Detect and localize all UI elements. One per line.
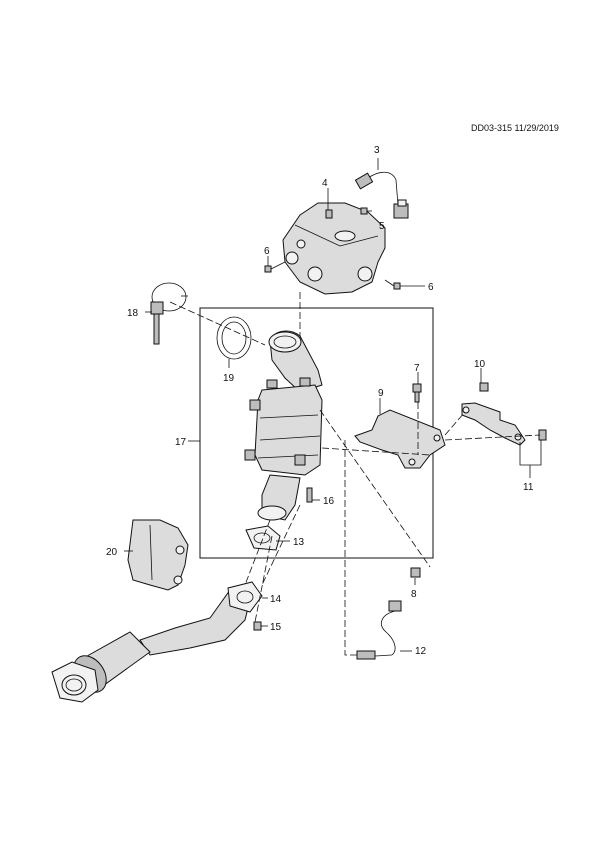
front-pipe bbox=[51, 581, 263, 703]
callout-13: 13 bbox=[293, 537, 305, 548]
document-code: DD03-315 11/29/2019 bbox=[471, 123, 559, 133]
callout-3: 3 bbox=[374, 145, 380, 156]
upper-oxygen-sensor bbox=[354, 171, 409, 219]
callout-16: 16 bbox=[323, 496, 335, 507]
callout-18: 18 bbox=[127, 308, 139, 319]
lower-oxygen-sensor bbox=[356, 600, 402, 660]
callout-14: 14 bbox=[270, 594, 282, 605]
heat-shield bbox=[282, 202, 386, 295]
callout-20: 20 bbox=[106, 547, 118, 558]
callout-labels: 3 4 5 6 6 7 8 9 10 11 12 13 14 15 16 17 … bbox=[106, 145, 534, 657]
lower-heat-shield bbox=[127, 519, 189, 591]
gasket-19 bbox=[216, 316, 252, 360]
callout-15: 15 bbox=[270, 622, 282, 633]
callout-9: 9 bbox=[378, 388, 384, 399]
callout-19: 19 bbox=[223, 373, 235, 384]
callout-6-right: 6 bbox=[428, 282, 434, 293]
clamp-18 bbox=[150, 282, 188, 345]
callout-7: 7 bbox=[414, 363, 420, 374]
dashed-alignment-lines bbox=[169, 292, 541, 656]
leader-lines bbox=[124, 158, 542, 652]
bolt-7 bbox=[412, 383, 422, 403]
nut-10 bbox=[479, 382, 489, 392]
callout-6-left: 6 bbox=[264, 246, 270, 257]
catalytic-converter bbox=[244, 330, 323, 521]
callout-11: 11 bbox=[523, 482, 534, 493]
bolt-15 bbox=[253, 621, 262, 631]
callout-17: 17 bbox=[175, 437, 187, 448]
bracket-11 bbox=[461, 382, 547, 446]
stud-16 bbox=[306, 487, 313, 503]
callout-4: 4 bbox=[322, 178, 328, 189]
callout-5: 5 bbox=[379, 221, 385, 232]
callout-10: 10 bbox=[474, 359, 486, 370]
nut-8 bbox=[410, 567, 421, 578]
callout-12: 12 bbox=[415, 646, 427, 657]
callout-8: 8 bbox=[411, 589, 417, 600]
bracket-9 bbox=[354, 409, 446, 469]
gasket-13 bbox=[245, 525, 281, 551]
bolt-11 bbox=[538, 429, 547, 441]
bolt-5 bbox=[360, 207, 372, 215]
bolt-6-right bbox=[384, 279, 401, 290]
